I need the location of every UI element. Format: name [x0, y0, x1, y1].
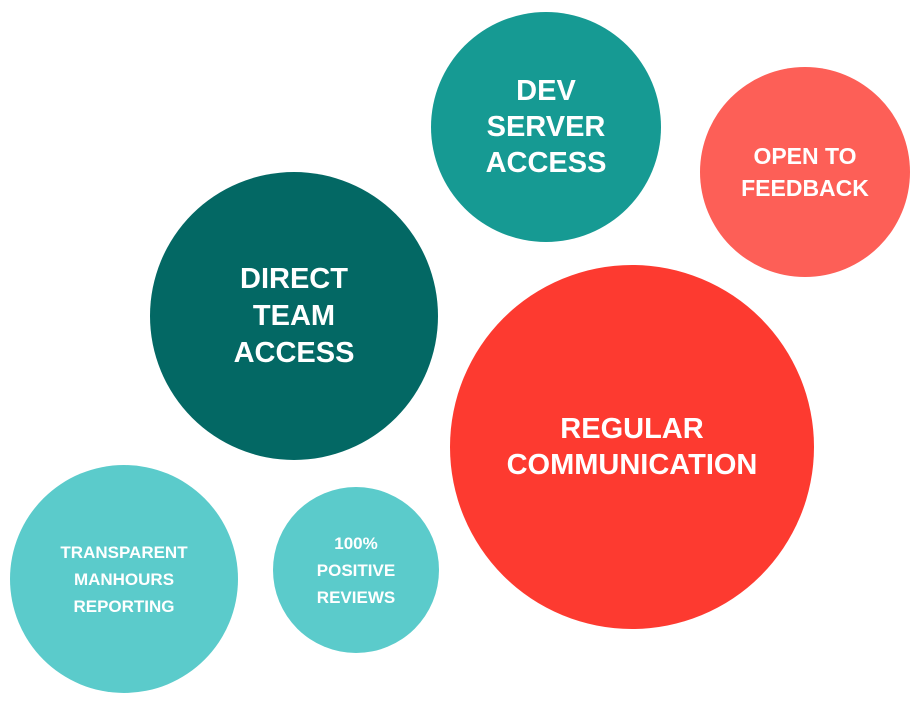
bubble-label-line: COMMUNICATION [506, 449, 758, 481]
bubble-label-line: ACCESS [233, 336, 355, 369]
bubble-label-line: TEAM [252, 299, 336, 332]
bubble-positive-reviews: 100% POSITIVE REVIEWS [273, 487, 439, 653]
bubble-regular-communication: REGULAR COMMUNICATION [450, 265, 814, 629]
bubble-label-line: FEEDBACK [741, 175, 869, 201]
bubble-label-line: REGULAR [560, 413, 704, 445]
bubble-label-line: DEV [516, 75, 576, 107]
bubble-label-line: SERVER [486, 111, 606, 143]
bubble-open-to-feedback: OPEN TO FEEDBACK [700, 67, 910, 277]
bubble-label-line: REPORTING [73, 596, 175, 616]
bubble-label-line: DIRECT [240, 262, 348, 295]
bubble-transparent-manhours-reporting: TRANSPARENT MANHOURS REPORTING [10, 465, 238, 693]
bubble-label-line: REVIEWS [316, 587, 396, 607]
bubble-direct-team-access: DIRECT TEAM ACCESS [150, 172, 438, 460]
bubble-label-line: MANHOURS [73, 569, 175, 589]
bubble-label-line: POSITIVE [316, 560, 396, 580]
bubble-label-line: ACCESS [485, 147, 607, 179]
bubble-dev-server-access: DEV SERVER ACCESS [431, 12, 661, 242]
bubble-label-line: OPEN TO [753, 143, 857, 169]
bubble-label-line: 100% [334, 533, 378, 553]
bubble-label-line: TRANSPARENT [60, 542, 188, 562]
